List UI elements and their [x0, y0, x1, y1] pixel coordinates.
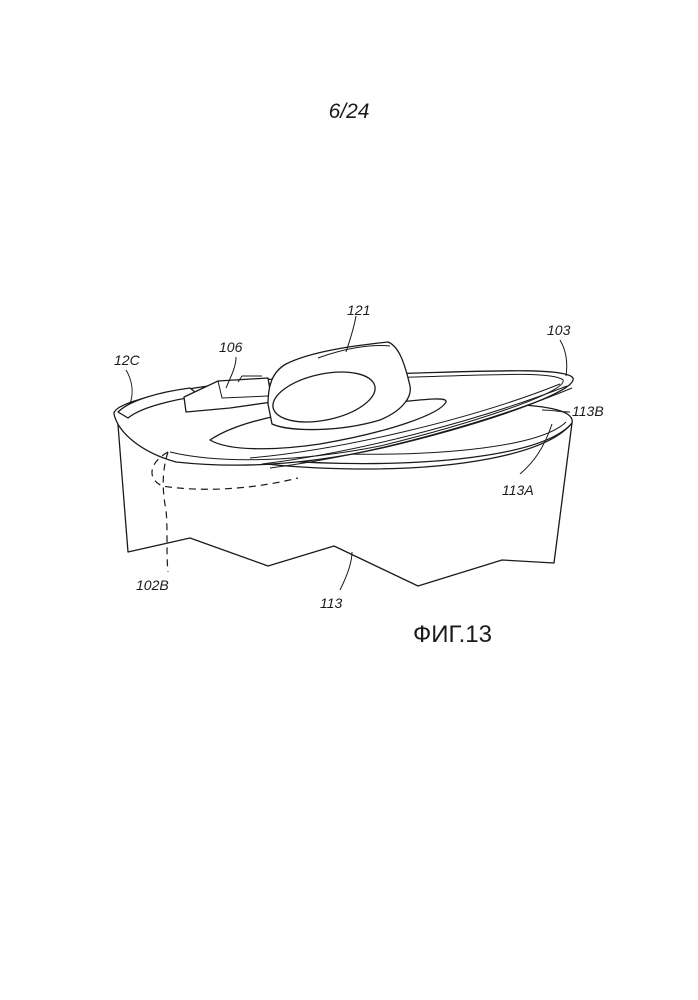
figure-label: ФИГ.13 — [413, 621, 492, 648]
label-102b: 102B — [136, 577, 169, 593]
label-113b: 113B — [572, 403, 604, 419]
label-106: 106 — [219, 339, 243, 355]
label-113a: 113A — [502, 482, 534, 498]
label-12c: 12C — [114, 352, 141, 368]
label-103: 103 — [547, 322, 571, 338]
label-121: 121 — [347, 302, 370, 318]
label-113: 113 — [320, 595, 343, 611]
